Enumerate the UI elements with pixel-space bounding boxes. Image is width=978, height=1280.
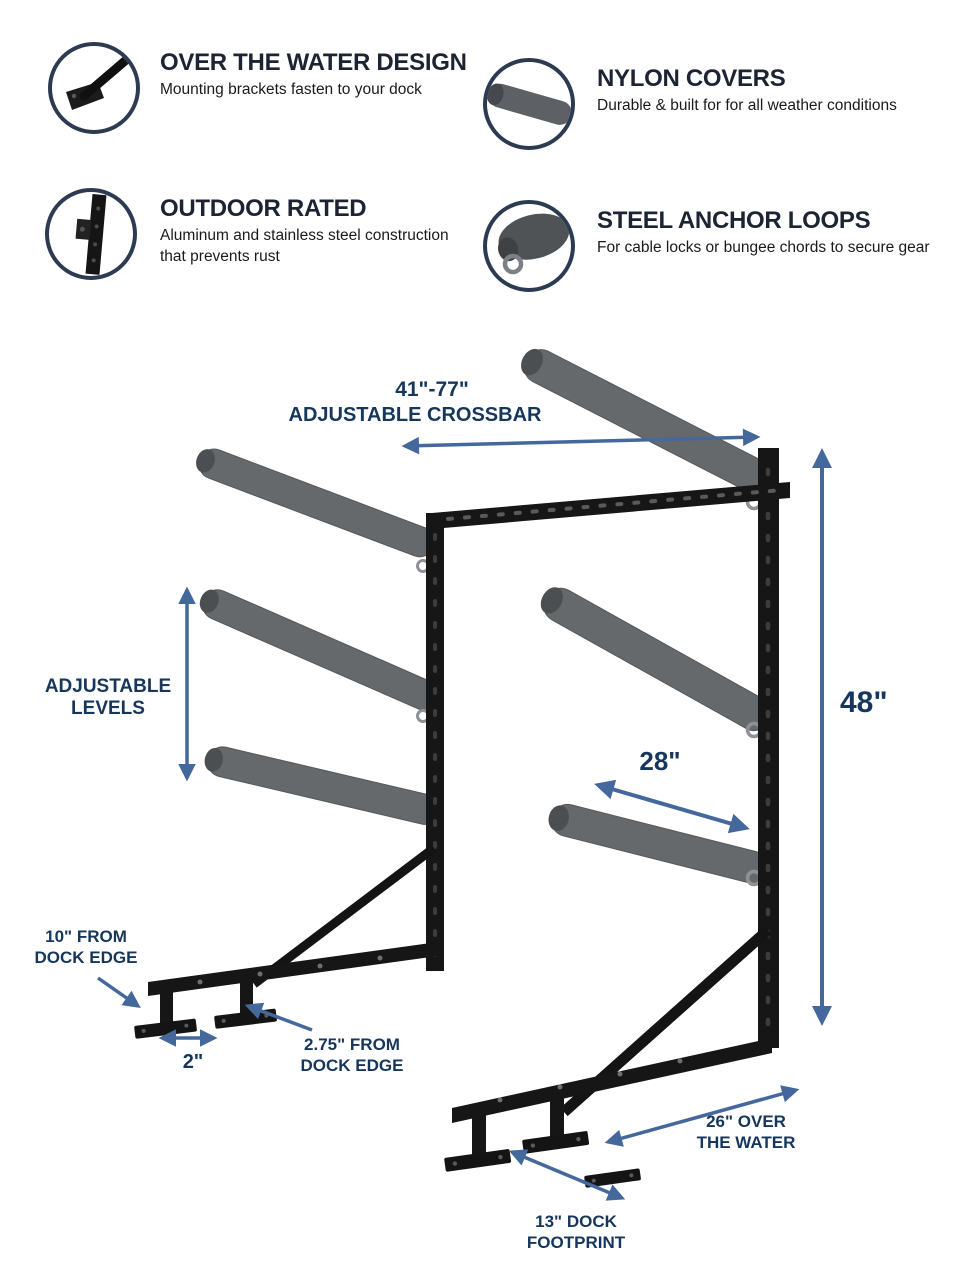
feature-desc: Durable & built for for all weather cond…	[597, 97, 897, 115]
steel-anchor-loops-icon	[483, 200, 575, 292]
dock-edge-10-label-line2: DOCK EDGE	[35, 948, 138, 967]
over-water-26-arrow	[604, 1085, 800, 1147]
dock-edge-10-label-line1: 10" FROM	[45, 927, 127, 946]
feature-desc: Mounting brackets fasten to your dock	[160, 81, 422, 99]
rack-diagram: 41"-77" ADJUSTABLE CROSSBAR ADJUSTABLE L…	[35, 348, 888, 1252]
padded-arm	[196, 448, 436, 558]
feature-title: NYLON COVERS	[597, 65, 786, 92]
right-upright	[758, 448, 779, 1048]
feature-nylon-covers: NYLON COVERS Durable & built for for all…	[597, 66, 967, 117]
anchor-loop-icon	[498, 213, 570, 275]
footprint-13-arrow	[508, 1149, 626, 1201]
foot-assembly-left	[134, 844, 438, 1039]
edge-2-label: 2"	[183, 1051, 204, 1073]
dock-edge-275-label-line1: 2.75" FROM	[304, 1035, 400, 1054]
feature-desc: Aluminum and stainless steel constructio…	[160, 227, 449, 266]
padded-arm	[199, 589, 441, 711]
depth-28-label: 28"	[639, 746, 680, 776]
padded-arm	[204, 746, 441, 825]
rack-illustration	[134, 348, 790, 1188]
feature-outdoor-rated: OUTDOOR RATED Aluminum and stainless ste…	[160, 196, 450, 268]
feature-title: OVER THE WATER DESIGN	[160, 49, 467, 76]
feature-title: OUTDOOR RATED	[160, 195, 367, 222]
dock-edge-275-arrow	[244, 1002, 313, 1032]
crossbar-range-label: 41"-77"	[395, 378, 469, 401]
padded-cover-icon	[487, 83, 571, 125]
crossbar-bar	[432, 482, 790, 529]
padded-arm	[540, 587, 772, 732]
steel-upright-icon	[75, 193, 107, 275]
over-water-26-label-line2: THE WATER	[697, 1133, 796, 1152]
feature-anchor-loops: STEEL ANCHOR LOOPS For cable locks or bu…	[597, 208, 972, 259]
feature-desc: For cable locks or bungee chords to secu…	[597, 239, 930, 257]
over-water-26-label-line1: 26" OVER	[706, 1112, 786, 1131]
crossbar-arrow	[401, 428, 761, 455]
levels-label-line2: LEVELS	[71, 698, 145, 719]
outdoor-rated-icon	[45, 188, 137, 280]
height-48-label: 48"	[840, 686, 888, 719]
feature-over-the-water: OVER THE WATER DESIGN Mounting brackets …	[160, 50, 480, 101]
levels-label-line1: ADJUSTABLE	[45, 676, 171, 697]
dock-edge-275-label-line2: DOCK EDGE	[301, 1056, 404, 1075]
padded-arm	[548, 803, 770, 884]
left-upright	[426, 513, 444, 971]
padded-arm	[521, 348, 773, 494]
depth-28-arrow	[594, 779, 750, 834]
footprint-13-label-line1: 13" DOCK	[535, 1212, 617, 1231]
footprint-13-label-line2: FOOTPRINT	[527, 1233, 626, 1252]
over-the-water-icon	[48, 42, 140, 134]
feature-title: STEEL ANCHOR LOOPS	[597, 207, 871, 234]
dock-edge-10-arrow	[96, 976, 141, 1009]
dock-bracket-icon	[66, 55, 131, 110]
nylon-covers-icon	[483, 58, 575, 150]
crossbar-label: ADJUSTABLE CROSSBAR	[289, 404, 543, 426]
